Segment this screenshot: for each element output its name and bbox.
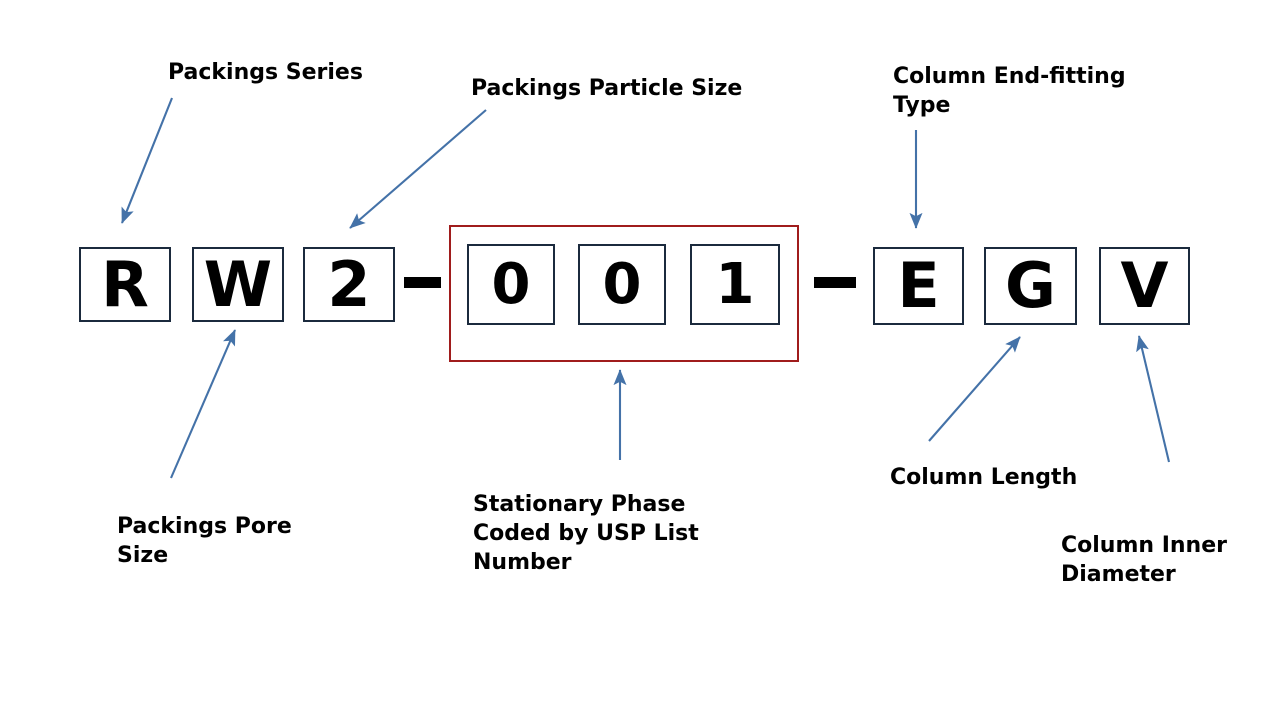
- arrow-column-inner-diameter: [1136, 335, 1171, 463]
- char-box-usp-digit-2[interactable]: 0: [578, 244, 666, 325]
- char-value-inner-diameter-v: V: [1120, 249, 1169, 322]
- label-column-length: Column Length: [890, 465, 1078, 490]
- separator-dash-2: [814, 277, 856, 288]
- char-box-usp-digit-1[interactable]: 0: [467, 244, 555, 325]
- char-box-length-g[interactable]: G: [984, 247, 1077, 325]
- char-value-particle-size-2: 2: [327, 247, 371, 321]
- arrow-packings-series: [121, 97, 173, 224]
- arrow-column-length: [928, 336, 1021, 442]
- char-box-inner-diameter-v[interactable]: V: [1099, 247, 1190, 325]
- label-packings-particle-size: Packings Particle Size: [471, 76, 743, 101]
- char-box-series-w[interactable]: W: [192, 247, 284, 322]
- char-value-usp-digit-1: 0: [491, 251, 531, 317]
- usp-code-highlight-box: [449, 225, 799, 362]
- char-box-endfitting-e[interactable]: E: [873, 247, 964, 325]
- char-value-usp-digit-2: 0: [602, 251, 642, 317]
- separator-dash-1: [404, 277, 441, 288]
- char-value-length-g: G: [1005, 249, 1056, 322]
- char-box-series-r[interactable]: R: [79, 247, 171, 322]
- label-stationary-phase: Stationary Phase Coded by USP List Numbe…: [473, 492, 699, 576]
- char-value-series-r: R: [101, 247, 149, 321]
- label-column-inner-diameter: Column Inner Diameter: [1061, 533, 1227, 588]
- arrow-packings-pore-size: [170, 329, 236, 479]
- arrow-packings-particle-size: [349, 109, 487, 229]
- label-packings-pore-size: Packings Pore Size: [117, 514, 292, 569]
- char-box-usp-digit-3[interactable]: 1: [690, 244, 780, 325]
- char-box-particle-size-2[interactable]: 2: [303, 247, 395, 322]
- char-value-endfitting-e: E: [897, 249, 940, 322]
- label-column-end-fitting-type: Column End-fitting Type: [893, 64, 1126, 119]
- char-value-series-w: W: [203, 247, 273, 321]
- label-packings-series: Packings Series: [168, 60, 363, 85]
- char-value-usp-digit-3: 1: [715, 251, 755, 317]
